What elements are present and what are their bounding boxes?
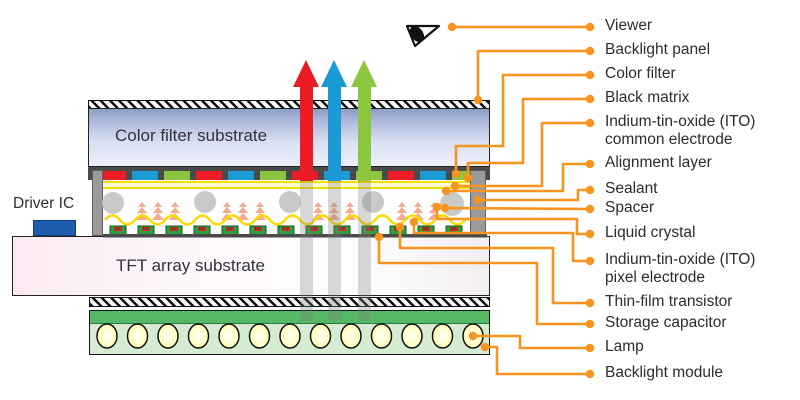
red-arrow [293,60,319,181]
leader-black-matrix [466,97,590,178]
alignment-layer-wave [104,214,466,226]
ito-common-electrode-layer [103,181,470,189]
label-liquid-crystal: Liquid crystal [605,224,696,241]
label-black-matrix: Black matrix [605,89,690,106]
leader-backlight-module [485,345,590,376]
label-storage-capacitor: Storage capacitor [605,314,727,331]
backlight-module [89,310,490,355]
rgb-light-arrows [293,60,377,181]
leader-color-filter [454,73,590,174]
leader-backlight-panel [476,49,590,100]
label-color-filter: Color filter [605,65,676,82]
light-beams [300,181,371,321]
color-filter-green [260,171,286,180]
tft-array-substrate: TFT array substrate [12,236,490,296]
leader-lines [377,25,591,376]
label-alignment-layer: Alignment layer [605,154,712,171]
color-filter-blue [132,171,158,180]
spacer-beads [102,191,464,216]
leader-spacer [444,206,591,211]
leader-ito-common [455,121,590,188]
color-filter-green [164,171,190,180]
gate-line [103,234,487,238]
label-viewer: Viewer [605,17,653,34]
leader-liquid-crystal [435,207,590,236]
leader-ito-pixel [412,222,590,263]
label-tft: Thin-film transistor [605,293,733,310]
driver-ic-chip [33,220,76,236]
green-arrow [351,60,377,181]
color-filter-red [196,171,222,180]
leader-lamp [473,334,590,350]
leader-alignment-layer [446,162,590,193]
leader-storage-capacitor [377,237,590,326]
label-spacer: Spacer [605,199,655,216]
color-filter-substrate: Color filter substrate [88,108,490,167]
leader-sealant [478,188,590,202]
lamps [96,323,484,349]
label-lamp: Lamp [605,338,644,355]
leader-tft [398,227,590,305]
tft-pixel-row [103,225,487,238]
label-backlight-module: Backlight module [605,364,724,381]
label-ito-common: Indium-tin-oxide (ITO) common electrode [605,113,756,148]
bottom-polarizer-bar [89,297,490,307]
color-filter-red [100,171,126,180]
label-sealant: Sealant [605,180,658,197]
color-filter-substrate-label: Color filter substrate [115,126,268,145]
color-filter-blue [420,171,446,180]
color-filter-red [388,171,414,180]
tft-array-substrate-label: TFT array substrate [116,256,265,275]
label-backlight-panel: Backlight panel [605,41,711,58]
driver-ic-label: Driver IC [13,195,75,212]
label-ito-pixel: Indium-tin-oxide (ITO) pixel electrode [605,251,756,286]
leader-dots [374,22,595,379]
blue-arrow [321,60,347,181]
black-matrix-row [88,167,490,180]
eye-icon [405,24,441,48]
color-filter-blue [228,171,254,180]
